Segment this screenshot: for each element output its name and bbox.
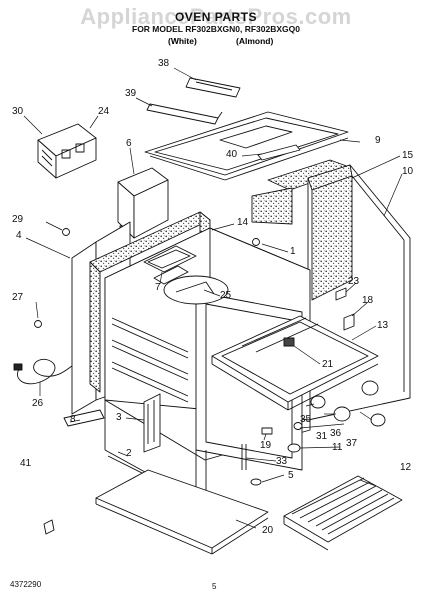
bracket-18 (343, 313, 355, 331)
watermark: AppliancePartsPros.com (80, 4, 352, 29)
bracket-38-part (185, 77, 241, 98)
bracket-8-part (63, 409, 105, 427)
callout-29: 29 (12, 214, 24, 225)
power-cord-part (13, 358, 73, 385)
clip-41 (43, 519, 55, 535)
callout-3: 3 (116, 412, 122, 423)
page-number: 5 (212, 582, 217, 591)
callout-1: 1 (290, 246, 296, 257)
callout-30: 30 (12, 106, 24, 117)
bracket-40-part (257, 144, 301, 161)
oven-rack-part (283, 475, 403, 551)
callout-23: 23 (348, 276, 360, 287)
vent-box-part (37, 123, 97, 179)
insulation-15-part (251, 159, 353, 225)
callout-36: 36 (330, 428, 342, 439)
sensor-23 (335, 287, 347, 301)
callout-31: 31 (316, 431, 328, 442)
callout-11: 11 (332, 442, 343, 453)
thermostat-bracket-part (143, 393, 161, 453)
callout-10: 10 (402, 166, 414, 177)
oven-top-panel-part (144, 111, 349, 181)
callout-15: 15 (402, 150, 414, 161)
rail-39-part (146, 103, 223, 125)
callout-41: 41 (20, 458, 32, 469)
callout-25: 25 (220, 290, 232, 301)
document-number: 4372290 (10, 580, 42, 589)
callout-14: 14 (237, 217, 249, 228)
bake-element-part (143, 245, 229, 305)
callout-2: 2 (126, 448, 132, 459)
callout-35: 35 (300, 414, 312, 425)
finish-white: (White) (168, 36, 197, 46)
callout-18: 18 (362, 295, 374, 306)
leader-lines (23, 67, 403, 529)
callout-6: 6 (126, 138, 132, 149)
callout-5: 5 (288, 470, 294, 481)
callout-24: 24 (98, 106, 110, 117)
callout-12: 12 (400, 462, 412, 473)
clip-27 (34, 320, 42, 328)
callout-33: 33 (276, 456, 288, 467)
callout-7: 7 (155, 282, 161, 293)
callout-40: 40 (226, 149, 238, 160)
model-line: FOR MODEL RF302BXGN0, RF302BXGQ0 (132, 24, 300, 34)
callout-21: 21 (322, 359, 334, 370)
callout-9: 9 (375, 135, 381, 146)
callout-8: 8 (70, 414, 76, 425)
callout-26: 26 (32, 398, 44, 409)
callout-19: 19 (260, 440, 272, 451)
broil-pan-part (211, 315, 379, 411)
nut-1 (252, 238, 260, 246)
callout-13: 13 (377, 320, 389, 331)
duct-6-part (117, 167, 169, 239)
callout-27: 27 (12, 292, 24, 303)
drawer-panel-part (95, 469, 269, 555)
finish-almond: (Almond) (236, 36, 274, 46)
insulation-14-part (89, 211, 211, 393)
callout-37: 37 (346, 438, 358, 449)
callout-39: 39 (125, 88, 137, 99)
callout-4: 4 (16, 230, 22, 241)
screw-29 (62, 228, 70, 236)
callout-38: 38 (158, 58, 170, 69)
callout-20: 20 (262, 525, 274, 536)
page-title: OVEN PARTS (174, 10, 258, 24)
